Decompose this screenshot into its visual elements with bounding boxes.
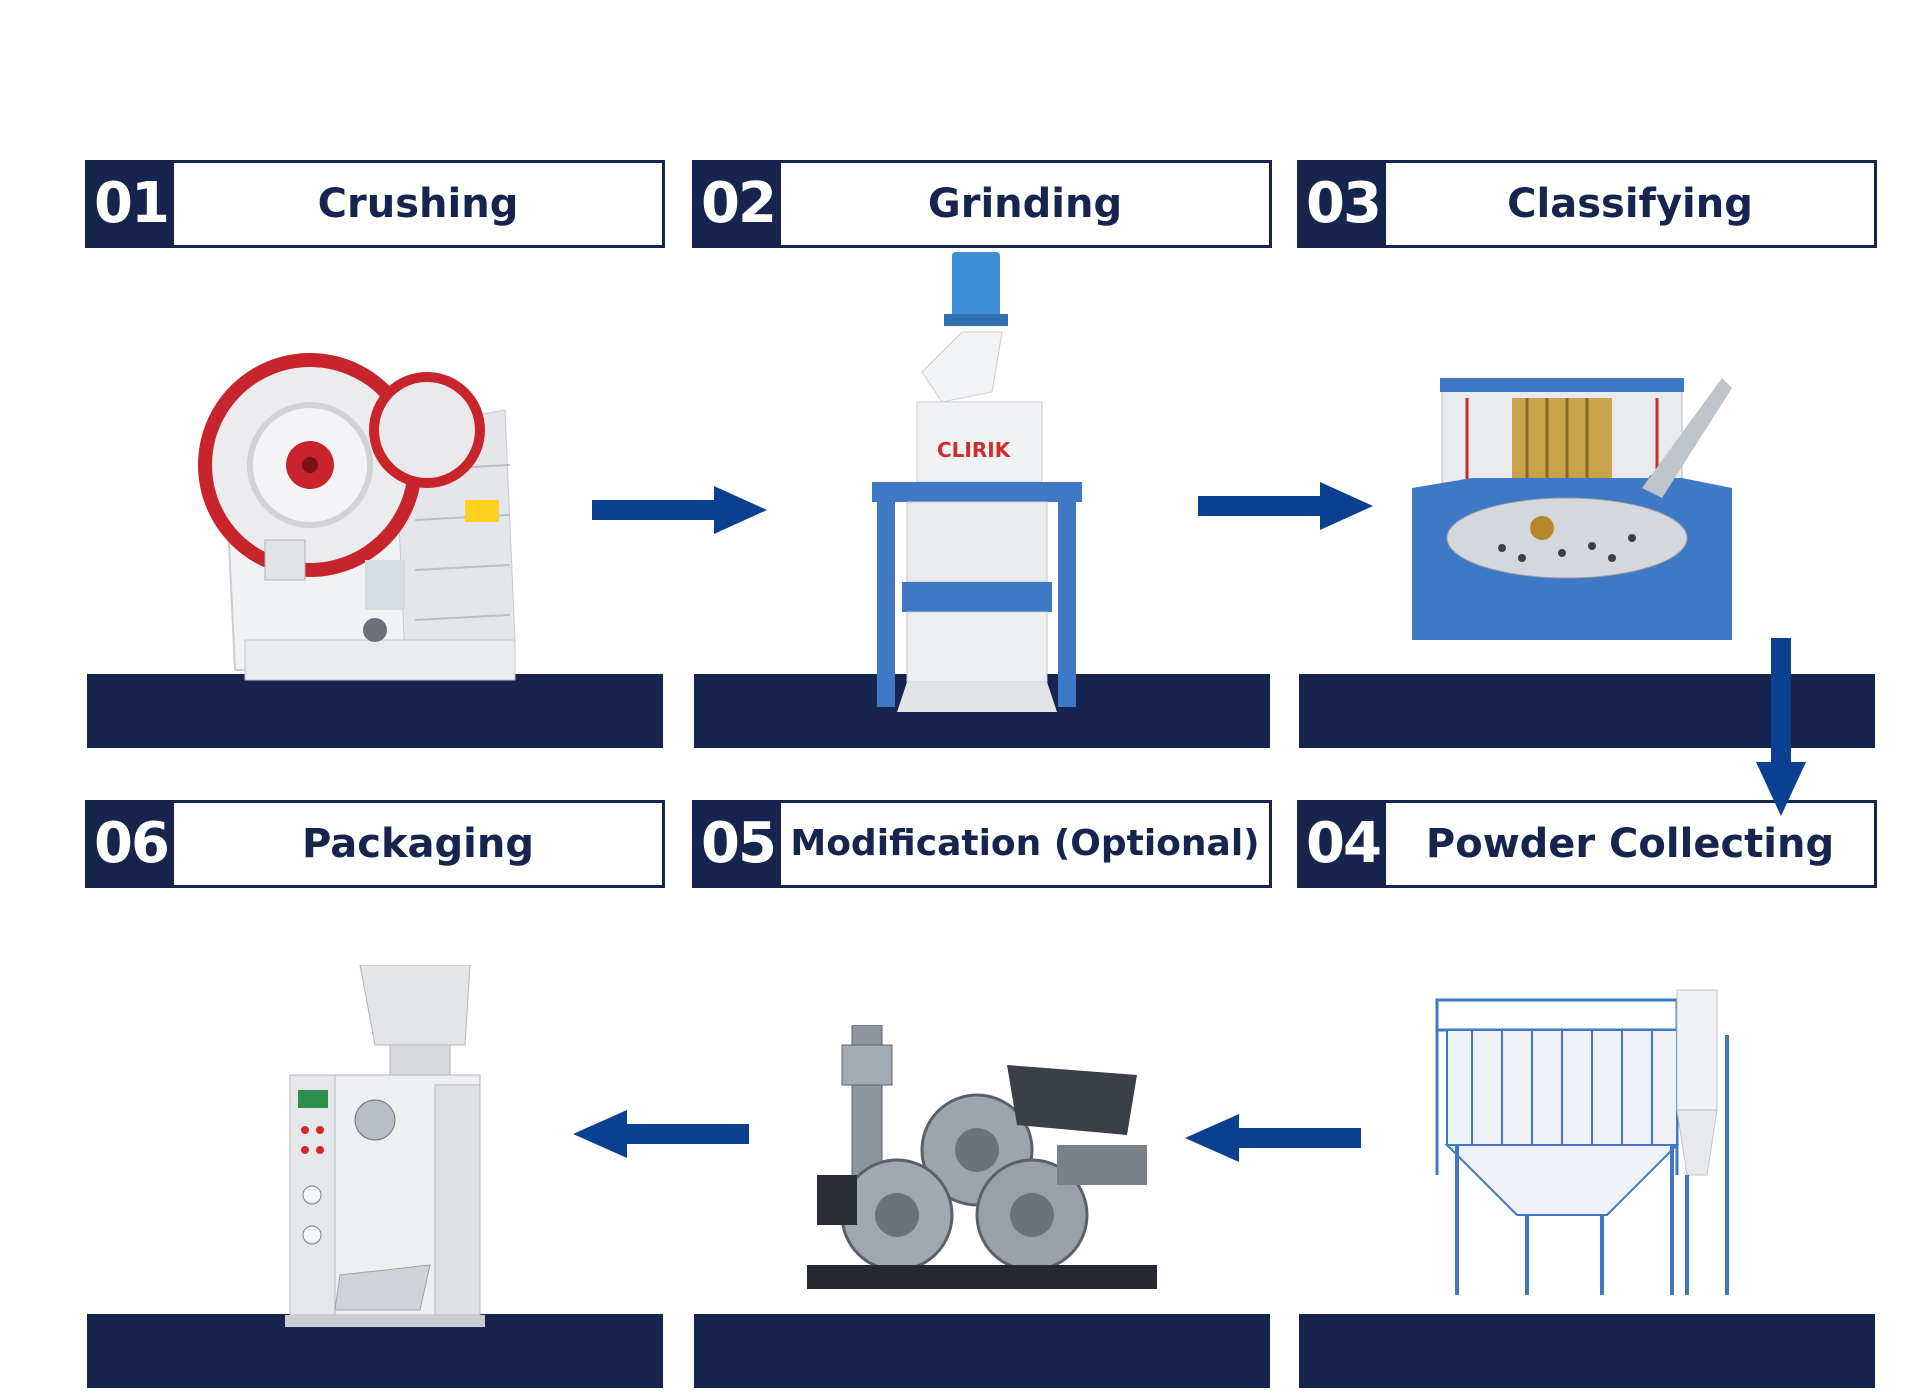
step-header: 03 Classifying: [1297, 160, 1877, 248]
step-title: Modification (Optional): [781, 803, 1269, 885]
step-crushing: 01 Crushing: [85, 160, 665, 748]
step-packaging: 06 Packaging: [85, 800, 665, 1388]
arrow-left-icon: [1185, 1112, 1361, 1164]
packaging-machine-image: [270, 965, 500, 1335]
step-number: 06: [88, 803, 174, 885]
arrow-left-icon: [573, 1108, 749, 1160]
step-grinding: 02 Grinding CLIRIK: [692, 160, 1272, 748]
step-number: 05: [695, 803, 781, 885]
arrow-right-icon: [1198, 480, 1373, 532]
classifier-cutaway-image: [1412, 378, 1732, 640]
jaw-crusher-image: [165, 340, 585, 720]
arrow-down-icon: [1756, 638, 1806, 816]
step-modification: 05 Modification (Optional): [692, 800, 1272, 1388]
step-base: [694, 1314, 1270, 1388]
step-title: Grinding: [781, 163, 1269, 245]
step-title: Classifying: [1386, 163, 1874, 245]
step-number: 04: [1300, 803, 1386, 885]
step-header: 05 Modification (Optional): [692, 800, 1272, 888]
step-number: 01: [88, 163, 174, 245]
arrow-right-icon: [592, 484, 767, 536]
step-powder-collecting: 04 Powder Collecting: [1297, 800, 1877, 1388]
grinding-mill-image: CLIRIK: [862, 252, 1092, 722]
brand-logo-text: CLIRIK: [937, 438, 1012, 462]
step-base: [1299, 1314, 1875, 1388]
step-header: 02 Grinding: [692, 160, 1272, 248]
modification-machine-image: [807, 1025, 1167, 1305]
step-header: 06 Packaging: [85, 800, 665, 888]
bag-filter-collector-image: [1427, 975, 1747, 1305]
step-title: Crushing: [174, 163, 662, 245]
step-header: 01 Crushing: [85, 160, 665, 248]
step-number: 03: [1300, 163, 1386, 245]
step-title: Packaging: [174, 803, 662, 885]
step-number: 02: [695, 163, 781, 245]
